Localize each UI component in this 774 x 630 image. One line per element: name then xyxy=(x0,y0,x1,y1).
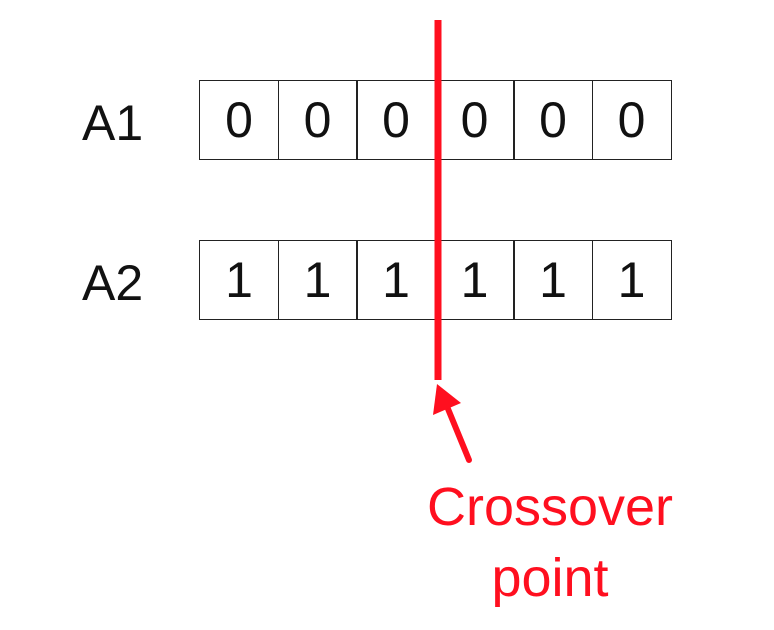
gene-cell: 0 xyxy=(434,80,515,160)
crossover-caption-line2: point xyxy=(491,548,609,608)
gene-cell: 0 xyxy=(199,80,279,160)
gene-cell: 1 xyxy=(199,240,279,320)
crossover-caption-line1: Crossover xyxy=(426,477,674,537)
arrow-shaft xyxy=(443,401,472,463)
gene-cell: 0 xyxy=(513,80,593,160)
gene-cell: 1 xyxy=(434,240,515,320)
row-label-a2: A2 xyxy=(82,255,144,311)
gene-cell: 0 xyxy=(356,80,436,160)
chromosome-a1: 0 0 0 0 0 0 xyxy=(199,80,679,160)
gene-cell: 0 xyxy=(277,80,358,160)
gene-cell: 1 xyxy=(277,240,358,320)
arrow-head-icon xyxy=(433,384,461,415)
gene-cell: 1 xyxy=(513,240,593,320)
chromosome-a2: 1 1 1 1 1 1 xyxy=(199,240,679,320)
gene-cell: 1 xyxy=(591,240,672,320)
gene-cell: 0 xyxy=(591,80,672,160)
row-label-a1: A1 xyxy=(82,95,144,151)
